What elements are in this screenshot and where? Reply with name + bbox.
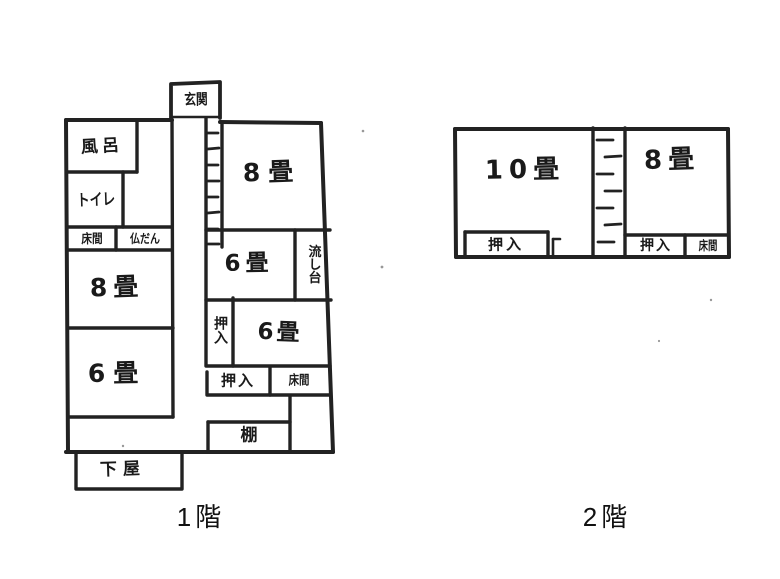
- staircase-1f: [205, 131, 221, 246]
- room-label-tokonoma-top: 床間: [81, 230, 103, 246]
- room-label-tokonoma-2f: 床間: [698, 237, 718, 253]
- room-label-10jo-2f: 10畳: [484, 154, 566, 186]
- floor1-walls: [64, 80, 335, 491]
- floor2-walls: [453, 126, 731, 259]
- room-label-8jo-top: 8畳: [242, 156, 302, 188]
- room-label-sink: 流し台: [305, 244, 321, 284]
- room-label-6jo-mid: 6畳: [224, 250, 274, 277]
- noise-specks: [121, 129, 713, 448]
- room-label-oshiire-side: 押入: [212, 316, 228, 344]
- room-label-bath: 風呂: [80, 135, 124, 158]
- staircase-2f: [595, 138, 623, 244]
- floor1-title: 1階: [176, 502, 226, 532]
- room-label-genkan: 玄関: [184, 90, 208, 109]
- room-label-geya: 下屋: [99, 458, 147, 481]
- room-label-butsudan: 仏だん: [129, 230, 161, 246]
- room-label-oshiire-2f-right: 押入: [640, 238, 672, 254]
- room-label-shelf: 棚: [240, 425, 258, 446]
- room-label-oshiire-bottom: 押入: [220, 371, 256, 390]
- room-label-tokonoma-bottom: 床間: [288, 373, 310, 389]
- room-label-oshiire-2f-left: 押入: [487, 235, 525, 254]
- room-label-8jo-2f: 8畳: [643, 144, 701, 176]
- room-label-8jo-left: 8畳: [89, 271, 145, 303]
- room-label-6jo-right: 6畳: [257, 318, 303, 347]
- floor2-title: 2階: [582, 502, 632, 532]
- room-label-toilet: トイレ: [76, 189, 116, 210]
- room-label-6jo-left: 6畳: [87, 357, 147, 389]
